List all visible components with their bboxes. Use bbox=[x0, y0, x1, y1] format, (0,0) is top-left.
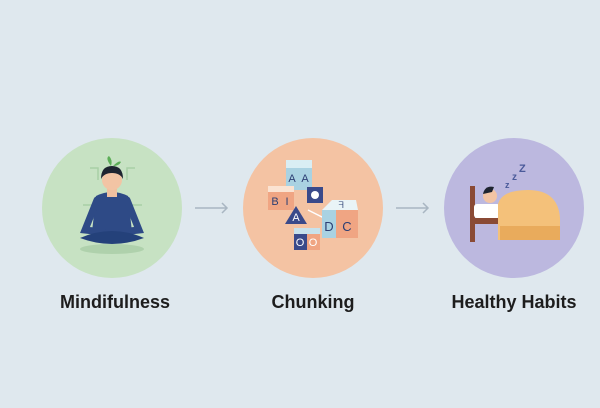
chunking-circle bbox=[243, 138, 383, 278]
step-label-healthy-habits: Healthy Habits bbox=[451, 292, 577, 312]
block-letter: A bbox=[292, 212, 300, 224]
sleeping-in-bed-icon: z z Z bbox=[470, 163, 560, 242]
block-letter: D bbox=[324, 219, 333, 234]
arrow-right-icon bbox=[195, 202, 229, 214]
block-letter: O bbox=[309, 237, 318, 249]
block-letter: B bbox=[271, 196, 278, 208]
step-label-mindfulness: Mindifulness bbox=[59, 292, 170, 312]
svg-text:ᖷ: ᖷ bbox=[338, 200, 343, 210]
sleep-z: Z bbox=[519, 163, 526, 175]
letter-blocks-icon: A A B I A ᖷ D C O O bbox=[268, 160, 358, 250]
block-letter: A bbox=[301, 173, 309, 185]
block-letter: C bbox=[342, 219, 351, 234]
block-letter: I bbox=[285, 196, 288, 208]
step-label-chunking: Chunking bbox=[271, 292, 355, 312]
sleep-z: z bbox=[512, 172, 517, 183]
sleep-z: z bbox=[505, 180, 510, 190]
meditation-person-icon bbox=[80, 156, 144, 254]
block-letter: A bbox=[288, 173, 296, 185]
arrow-right-icon bbox=[396, 202, 430, 214]
block-letter: O bbox=[296, 237, 305, 249]
